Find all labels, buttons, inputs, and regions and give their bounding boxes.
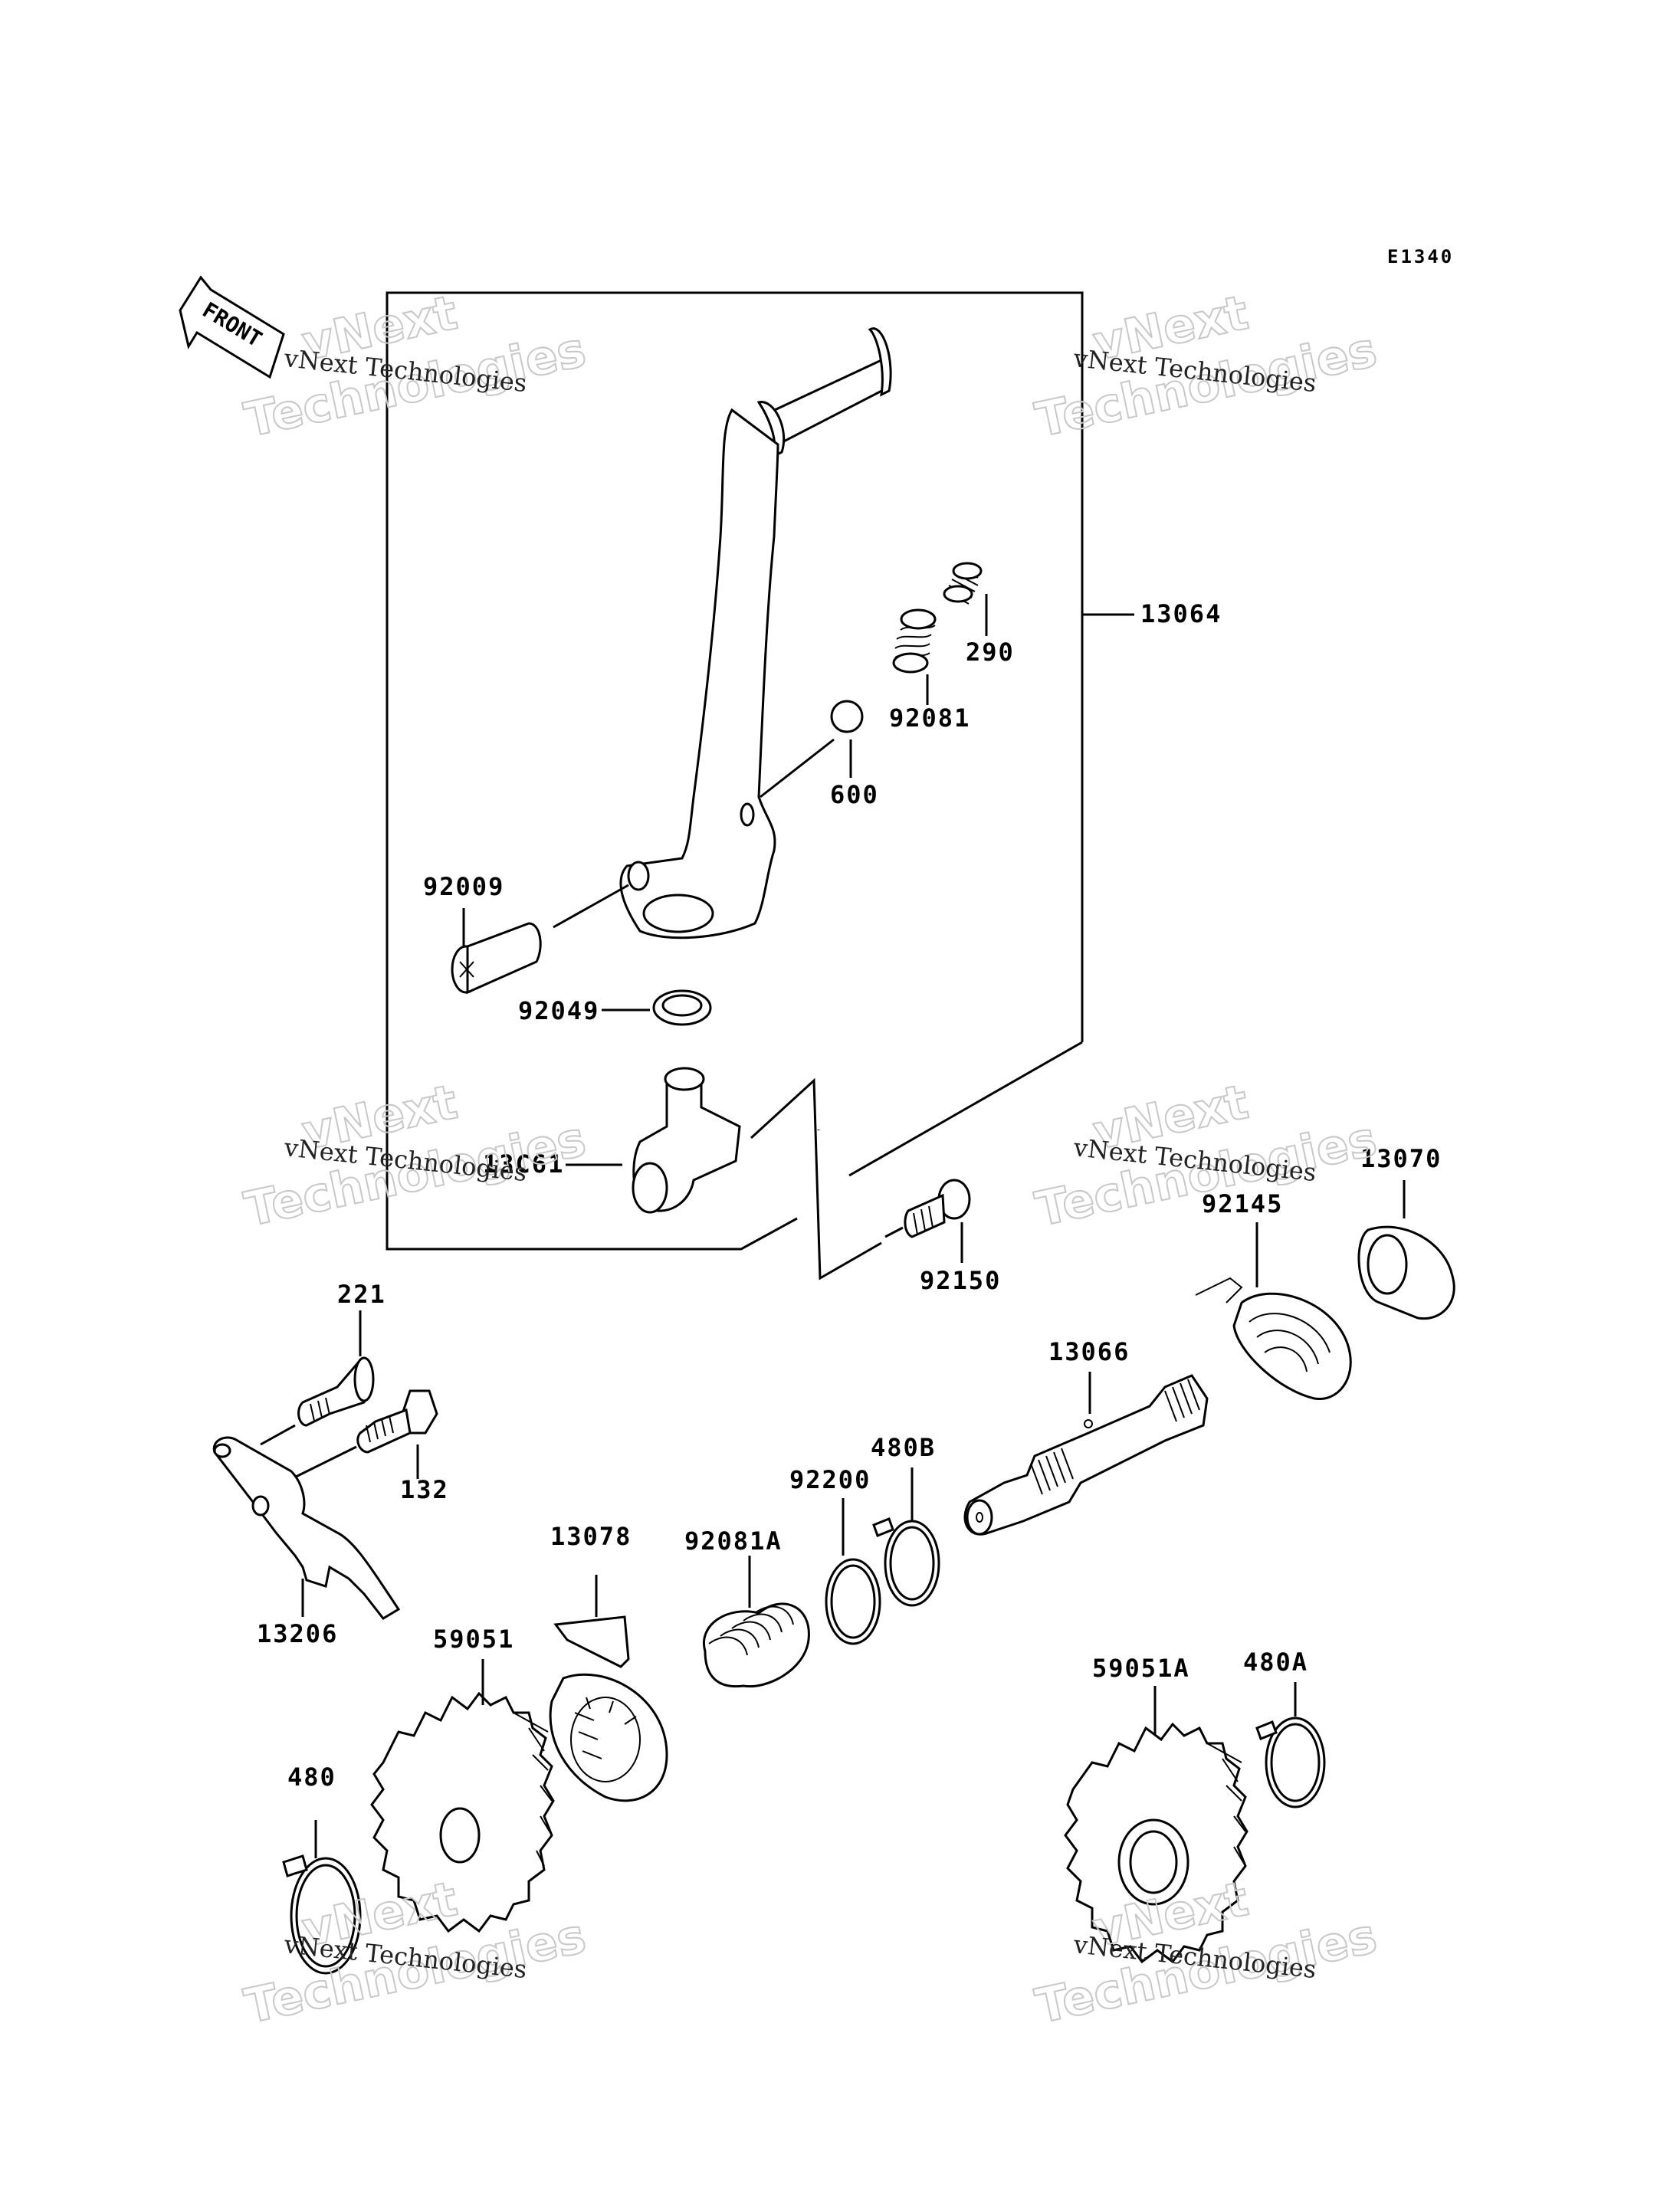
part-59051-gear — [370, 1659, 555, 1933]
kick-pedal-assembly-frame — [386, 291, 1084, 1280]
label-92200: 92200 — [789, 1465, 871, 1494]
part-92145-torsion-spring — [1195, 1222, 1352, 1401]
front-arrow-icon: FRONT — [179, 275, 285, 379]
part-92081-spring — [892, 608, 937, 705]
part-480A-circlip — [1255, 1682, 1326, 1808]
label-13066: 13066 — [1048, 1337, 1130, 1366]
label-59051: 59051 — [433, 1625, 514, 1654]
part-480-circlip — [282, 1820, 362, 1975]
part-13206-plate — [212, 1436, 401, 1620]
label-92145: 92145 — [1202, 1189, 1283, 1218]
part-221-bolt — [260, 1310, 375, 1446]
label-290: 290 — [966, 638, 1015, 667]
watermark-mid-left: vNext Technologies vNext Technologies — [239, 1073, 591, 1238]
part-13061-kick-shaft-piece — [566, 1067, 741, 1214]
label-221: 221 — [337, 1280, 386, 1309]
part-59051A-gear — [1064, 1686, 1249, 1964]
label-59051A: 59051A — [1092, 1654, 1190, 1683]
kick-pedal-lever — [619, 327, 892, 939]
label-132: 132 — [400, 1475, 449, 1504]
label-480: 480 — [287, 1763, 336, 1792]
label-92081: 92081 — [889, 703, 970, 733]
part-13070-cap — [1357, 1180, 1455, 1320]
label-92081A: 92081A — [684, 1526, 783, 1556]
label-92049: 92049 — [518, 996, 599, 1025]
part-92081A-spring — [703, 1556, 810, 1688]
label-480B: 480B — [871, 1433, 936, 1462]
part-92150-bolt — [884, 1179, 971, 1263]
part-13078-ratchet — [549, 1575, 668, 1802]
label-92009: 92009 — [423, 872, 504, 901]
part-92200-washer — [825, 1498, 881, 1645]
part-600-ball — [760, 700, 864, 798]
watermark-top-left: vNext Technologies vNext Technologies — [239, 284, 591, 449]
watermark-top-right: vNext Technologies vNext Technologies — [1030, 284, 1382, 449]
part-480B-circlip — [872, 1467, 940, 1607]
label-600: 600 — [830, 780, 879, 809]
label-13206: 13206 — [257, 1619, 338, 1648]
part-92049-washer — [602, 989, 712, 1026]
label-13C61: 13C61 — [483, 1149, 564, 1179]
part-132-bolt — [283, 1389, 438, 1484]
diagram-code: E1340 — [1387, 246, 1454, 267]
part-290-spring — [943, 562, 988, 636]
label-480A: 480A — [1243, 1648, 1308, 1677]
label-13070: 13070 — [1360, 1144, 1442, 1173]
label-92150: 92150 — [920, 1266, 1001, 1295]
part-92009-bolt — [451, 884, 629, 995]
label-13078: 13078 — [550, 1522, 632, 1551]
label-13064: 13064 — [1140, 599, 1222, 628]
part-13066-kick-shaft — [963, 1372, 1209, 1536]
